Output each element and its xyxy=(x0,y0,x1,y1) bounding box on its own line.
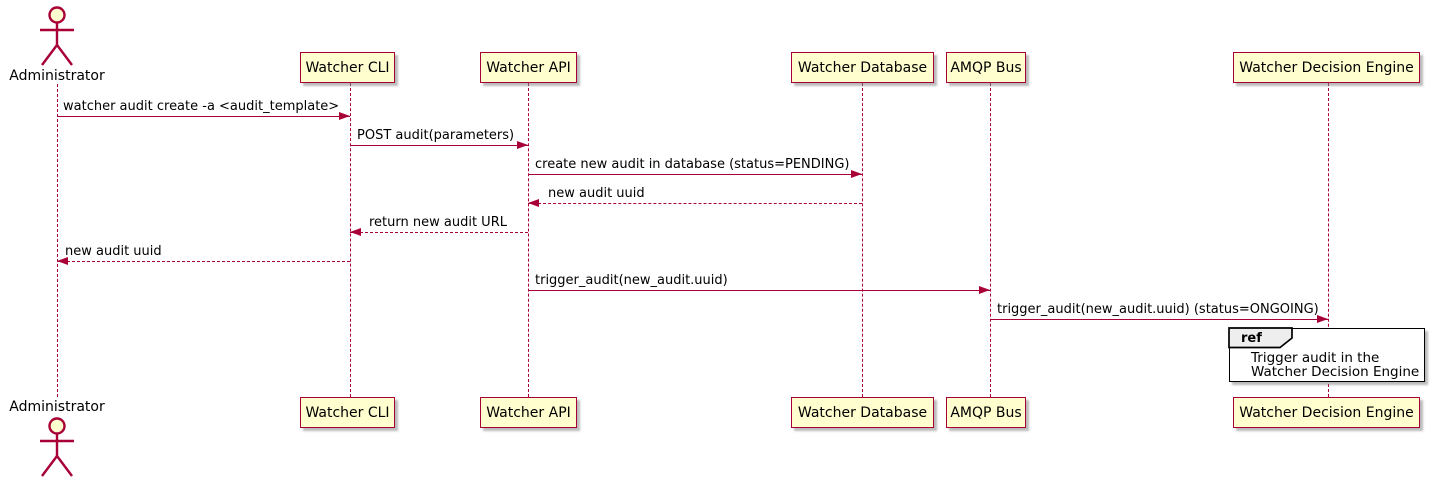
participant-watcher-decision-engine-top: Watcher Decision Engine xyxy=(1233,52,1420,83)
message-3-arrowhead xyxy=(851,170,862,178)
message-5-label: return new audit URL xyxy=(369,215,507,230)
message-1-line xyxy=(57,116,350,117)
participant-watcher-cli-bottom: Watcher CLI xyxy=(300,397,395,428)
message-6-line xyxy=(57,261,350,262)
actor-icon xyxy=(40,6,74,66)
participant-label: AMQP Bus xyxy=(950,59,1022,76)
participant-watcher-database-bottom: Watcher Database xyxy=(791,397,934,428)
message-3-label: create new audit in database (status=PEN… xyxy=(535,157,850,172)
message-2-arrowhead xyxy=(517,141,528,149)
message-1-arrowhead xyxy=(339,112,350,120)
participant-label: Watcher CLI xyxy=(305,59,390,76)
participant-administrator-top-label: Administrator xyxy=(9,68,105,84)
lifeline-watcher-api xyxy=(528,83,529,397)
lifeline-watcher-database xyxy=(862,83,863,397)
participant-label: Watcher API xyxy=(486,59,571,76)
message-5-line xyxy=(350,232,528,233)
participant-label: Watcher Decision Engine xyxy=(1239,59,1414,76)
participant-amqp-bus-bottom: AMQP Bus xyxy=(946,397,1026,428)
participant-amqp-bus-top: AMQP Bus xyxy=(946,52,1026,83)
lifeline-watcher-cli xyxy=(350,83,351,397)
message-7-label: trigger_audit(new_audit.uuid) xyxy=(535,273,728,288)
message-8-arrowhead xyxy=(1317,315,1328,323)
message-2-label: POST audit(parameters) xyxy=(357,128,515,143)
ref-fragment: ref Trigger audit in the Watcher Decisio… xyxy=(1228,327,1425,382)
message-4-label: new audit uuid xyxy=(548,186,645,201)
actor-icon xyxy=(40,417,74,477)
message-2-line xyxy=(350,145,528,146)
ref-tab-shape xyxy=(1228,327,1294,349)
ref-keyword: ref xyxy=(1241,331,1262,346)
participant-label: AMQP Bus xyxy=(950,404,1022,421)
participant-watcher-database-top: Watcher Database xyxy=(791,52,934,83)
message-4-arrowhead xyxy=(528,199,539,207)
message-6-label: new audit uuid xyxy=(65,244,162,259)
ref-text-line2: Watcher Decision Engine xyxy=(1251,364,1420,380)
participant-label: Watcher Database xyxy=(797,59,928,76)
lifeline-amqp-bus xyxy=(990,83,991,397)
participant-label: Watcher Database xyxy=(797,404,928,421)
participant-watcher-decision-engine-bottom: Watcher Decision Engine xyxy=(1233,397,1420,428)
lifeline-administrator xyxy=(57,84,58,397)
message-6-arrowhead xyxy=(57,257,68,265)
message-1-label: watcher audit create -a <audit_template> xyxy=(63,99,340,114)
message-7-line xyxy=(528,290,990,291)
lifeline-watcher-decision-engine xyxy=(1328,83,1329,397)
participant-label: Watcher API xyxy=(486,404,571,421)
participant-administrator-bottom-label: Administrator xyxy=(9,399,105,415)
participant-watcher-api-bottom: Watcher API xyxy=(480,397,577,428)
participant-label: Watcher CLI xyxy=(305,404,390,421)
participant-watcher-cli-top: Watcher CLI xyxy=(300,52,395,83)
message-8-line xyxy=(990,319,1328,320)
message-5-arrowhead xyxy=(350,228,361,236)
message-4-line xyxy=(528,203,862,204)
participant-watcher-api-top: Watcher API xyxy=(480,52,577,83)
message-3-line xyxy=(528,174,862,175)
ref-text-line1: Trigger audit in the xyxy=(1251,350,1380,366)
participant-label: Watcher Decision Engine xyxy=(1239,404,1414,421)
message-7-arrowhead xyxy=(979,286,990,294)
message-8-label: trigger_audit(new_audit.uuid) (status=ON… xyxy=(997,302,1319,317)
